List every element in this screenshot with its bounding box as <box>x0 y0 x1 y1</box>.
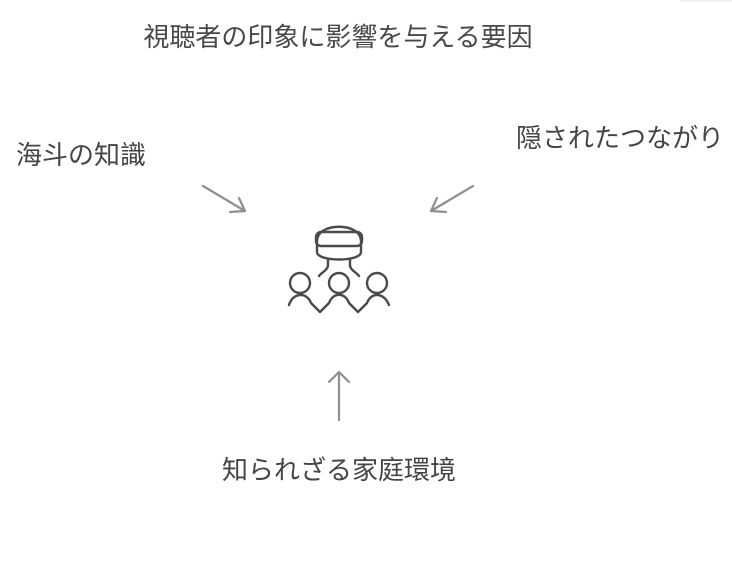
arrow-left <box>201 184 247 214</box>
arrow-bottom <box>327 370 351 422</box>
diagram-title: 視聴者の印象に影響を与える要因 <box>143 23 533 53</box>
factor-label-bottom: 知られざる家庭環境 <box>221 456 456 486</box>
audience-vr-headset-icon <box>287 225 391 314</box>
factor-label-left: 海斗の知識 <box>16 141 147 171</box>
corner-tab <box>680 0 732 2</box>
arrow-right <box>429 184 475 214</box>
factor-label-right: 隠されたつながり <box>516 124 725 154</box>
